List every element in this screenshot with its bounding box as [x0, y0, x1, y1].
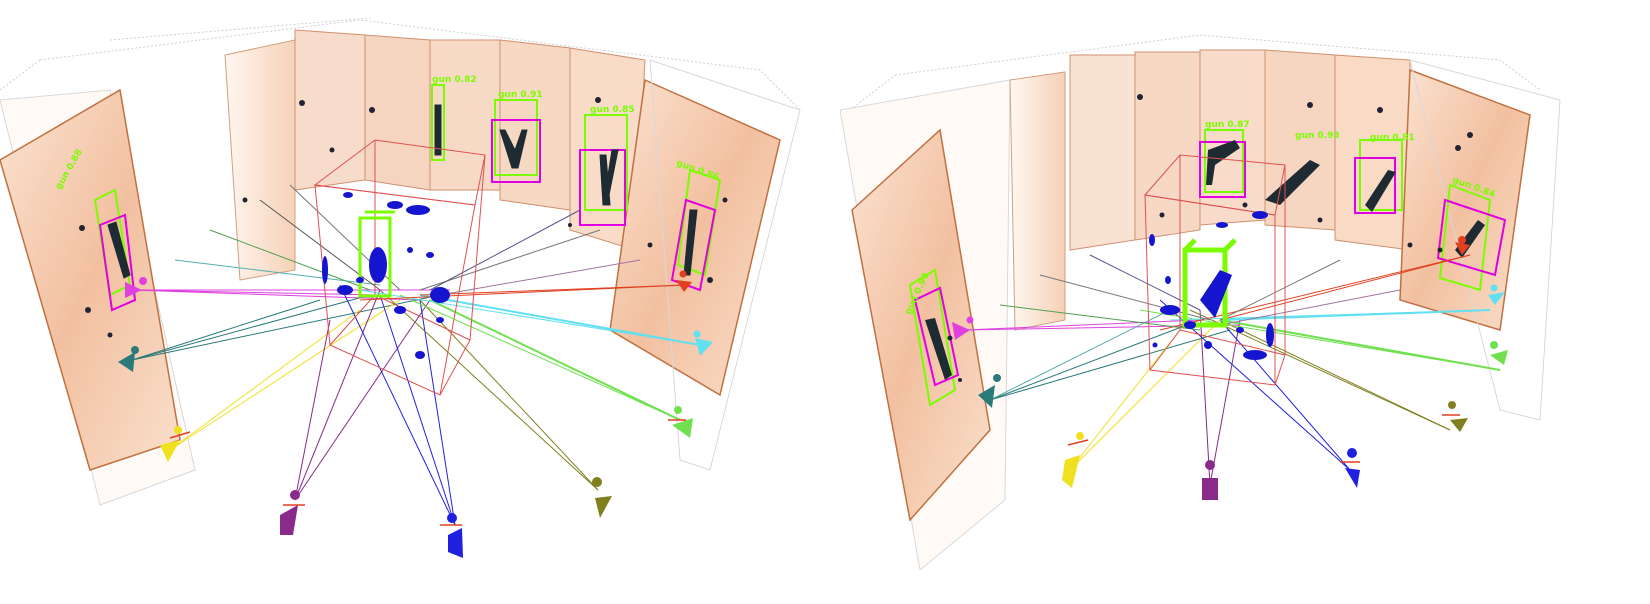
- roi-box: [491, 119, 541, 183]
- detection-box: [494, 99, 538, 176]
- object-silhouette: [107, 221, 131, 279]
- object-silhouette: [599, 149, 619, 206]
- detection-box: [584, 114, 628, 211]
- roi-box: [1354, 157, 1396, 214]
- roi-box: [913, 286, 960, 387]
- detection-label: gun 0.93: [1295, 131, 1340, 141]
- object-silhouette: [1365, 170, 1396, 212]
- teal-camera-icon: [978, 374, 1001, 408]
- xray-slab-center-4: [499, 39, 571, 211]
- xray-slab-center-1: [294, 29, 366, 191]
- xray-frame-outlines: [0, 17, 801, 111]
- roi-box: [579, 149, 626, 226]
- detection-box: [1359, 139, 1403, 211]
- yellow-camera-icon: [160, 426, 191, 462]
- green-camera-icon: [1490, 341, 1508, 365]
- xray-slab-center-1: [1069, 54, 1136, 251]
- purple-camera-icon: [1202, 460, 1218, 500]
- cameras: [952, 236, 1508, 500]
- xray-slab-right: [609, 78, 781, 397]
- object-silhouette: [683, 209, 698, 276]
- xray-slab-left-mid: [1009, 71, 1066, 331]
- roi-box: [98, 213, 137, 312]
- yellow-camera-icon: [1062, 432, 1089, 488]
- clutter-marks: [79, 97, 728, 338]
- teal-camera-icon: [118, 346, 139, 372]
- cameras: [118, 270, 713, 558]
- xray-slab-left: [0, 88, 181, 471]
- left-panel-canvas: gun 0.88 gun 0.82 gun 0.91 gun 0.85 gun …: [0, 17, 801, 558]
- object-silhouette: [1206, 140, 1240, 185]
- detection-label: gun 0.81: [1370, 133, 1415, 143]
- right-panel-canvas: gun 0.90 gun 0.87 gun 0.93 gun 0.81 gun …: [839, 34, 1561, 571]
- xray-slab-far-right: [649, 59, 801, 471]
- cyan-camera-icon: [1488, 284, 1505, 305]
- clutter-marks: [947, 94, 1473, 382]
- xray-slab-center-5: [1334, 54, 1411, 251]
- cyan-camera-icon: [693, 330, 713, 356]
- reconstructed-points: [1149, 211, 1274, 360]
- red-camera-icon: [1455, 236, 1470, 255]
- reconstructed-detection-volume: [358, 210, 395, 298]
- roi-box: [1199, 141, 1246, 198]
- olive-camera-icon: [1442, 401, 1468, 432]
- roi-box: [670, 198, 717, 292]
- detection-box: [1438, 183, 1492, 292]
- xray-slab-right: [1399, 68, 1531, 331]
- xray-frame-outlines: [849, 34, 1541, 111]
- detection-label: gun 0.87: [1205, 120, 1250, 130]
- detection-label: gun 0.85: [590, 105, 635, 115]
- detection-label: gun 0.82: [432, 75, 477, 85]
- object-silhouette: [925, 318, 952, 380]
- detection-boxes: [908, 129, 1507, 407]
- green-camera-icon: [668, 406, 693, 438]
- left-reconstruction-panel: gun 0.88 gun 0.82 gun 0.91 gun 0.85 gun …: [0, 17, 801, 558]
- reconstructed-points: [322, 192, 450, 359]
- detection-box: [908, 268, 957, 407]
- roi-box: [1436, 198, 1507, 277]
- xray-slab-center-2: [1134, 51, 1201, 241]
- detected-objects: [107, 104, 698, 279]
- detection-label: gun 0.91: [498, 90, 543, 100]
- olive-camera-icon: [592, 477, 612, 518]
- object-silhouette: [499, 129, 528, 169]
- magenta-camera-icon: [125, 277, 147, 298]
- bounding-volume-cube: [1144, 154, 1286, 386]
- xray-projection-slabs: [0, 29, 801, 506]
- magenta-camera-icon: [952, 316, 974, 340]
- object-silhouette: [434, 104, 442, 156]
- xray-slab-far-right: [1409, 59, 1561, 421]
- right-reconstruction-panel: gun 0.90 gun 0.87 gun 0.93 gun 0.81 gun …: [839, 0, 1650, 600]
- blue-camera-icon: [440, 513, 463, 558]
- red-camera-icon: [676, 270, 692, 292]
- blue-camera-icon: [1340, 448, 1360, 488]
- purple-camera-icon: [280, 490, 305, 535]
- xray-slab-left-mid: [224, 39, 296, 281]
- detection-box: [431, 84, 445, 161]
- xray-slab-center-3: [1199, 49, 1266, 226]
- detection-box: [676, 168, 722, 277]
